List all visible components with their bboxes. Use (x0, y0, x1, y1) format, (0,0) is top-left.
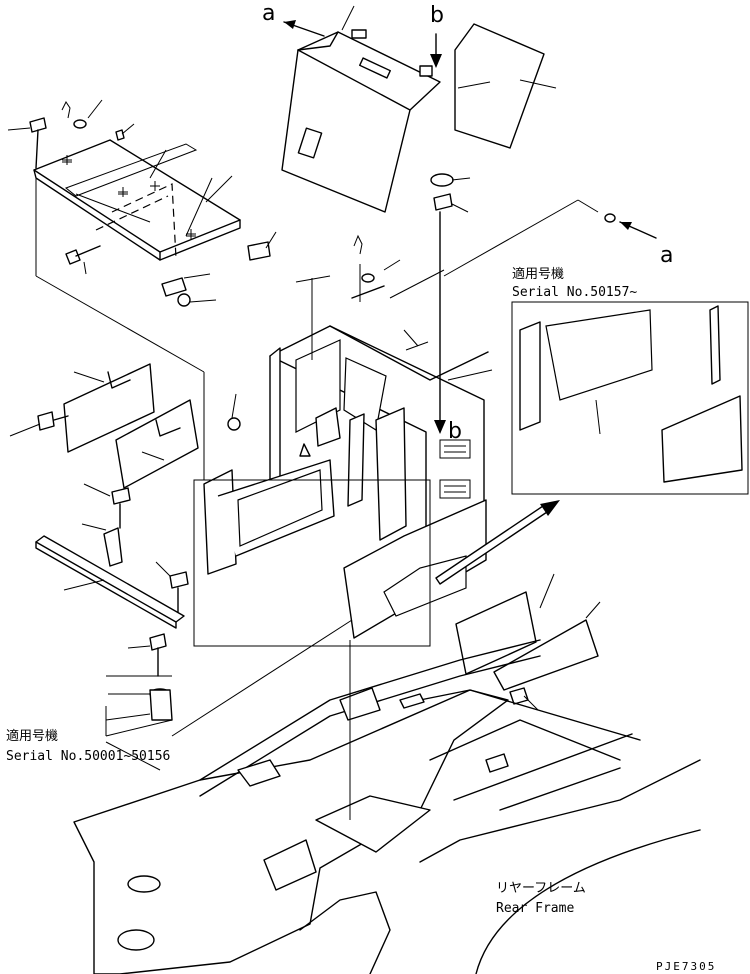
cover-leaders (341, 5, 557, 89)
left-plates (63, 363, 199, 489)
rear-frame (73, 639, 701, 974)
note-heading: 適用号機 (6, 728, 58, 744)
top-left-fasteners (7, 99, 277, 307)
top-cover-box (281, 29, 441, 213)
rear-frame-label-jp: リヤーフレーム (496, 881, 586, 896)
guide-lines (35, 178, 205, 480)
rear-frame-label-en: Rear Frame (496, 901, 574, 916)
callout-b-center: b (448, 419, 462, 444)
callout-a-top: a (262, 1, 275, 26)
left-bolts (9, 393, 241, 437)
drawing-code: PJE7305 (656, 960, 716, 973)
callout-a-right: a (660, 243, 673, 268)
center-long-bolt (430, 173, 471, 434)
side-panel (343, 499, 560, 639)
note-serial: Serial No.50001~50156 (6, 749, 170, 764)
selection-box (171, 479, 431, 737)
central-leaders (295, 199, 599, 381)
callout-b-top: b (430, 3, 444, 28)
inset-serial: Serial No.50157~ (512, 285, 637, 300)
vertical-guide (105, 640, 351, 820)
right-plates (455, 573, 601, 711)
arrow-b-top (430, 33, 442, 68)
bottom-left-bolt-stack (105, 633, 173, 737)
bottom-left-bracket (35, 483, 189, 629)
arrow-a-right (604, 213, 657, 239)
arrow-a-top (283, 20, 325, 37)
inset-heading: 適用号機 (512, 266, 564, 282)
inset-box-right (511, 301, 749, 495)
top-left-panel (33, 139, 241, 261)
top-cover-plate (454, 23, 545, 149)
